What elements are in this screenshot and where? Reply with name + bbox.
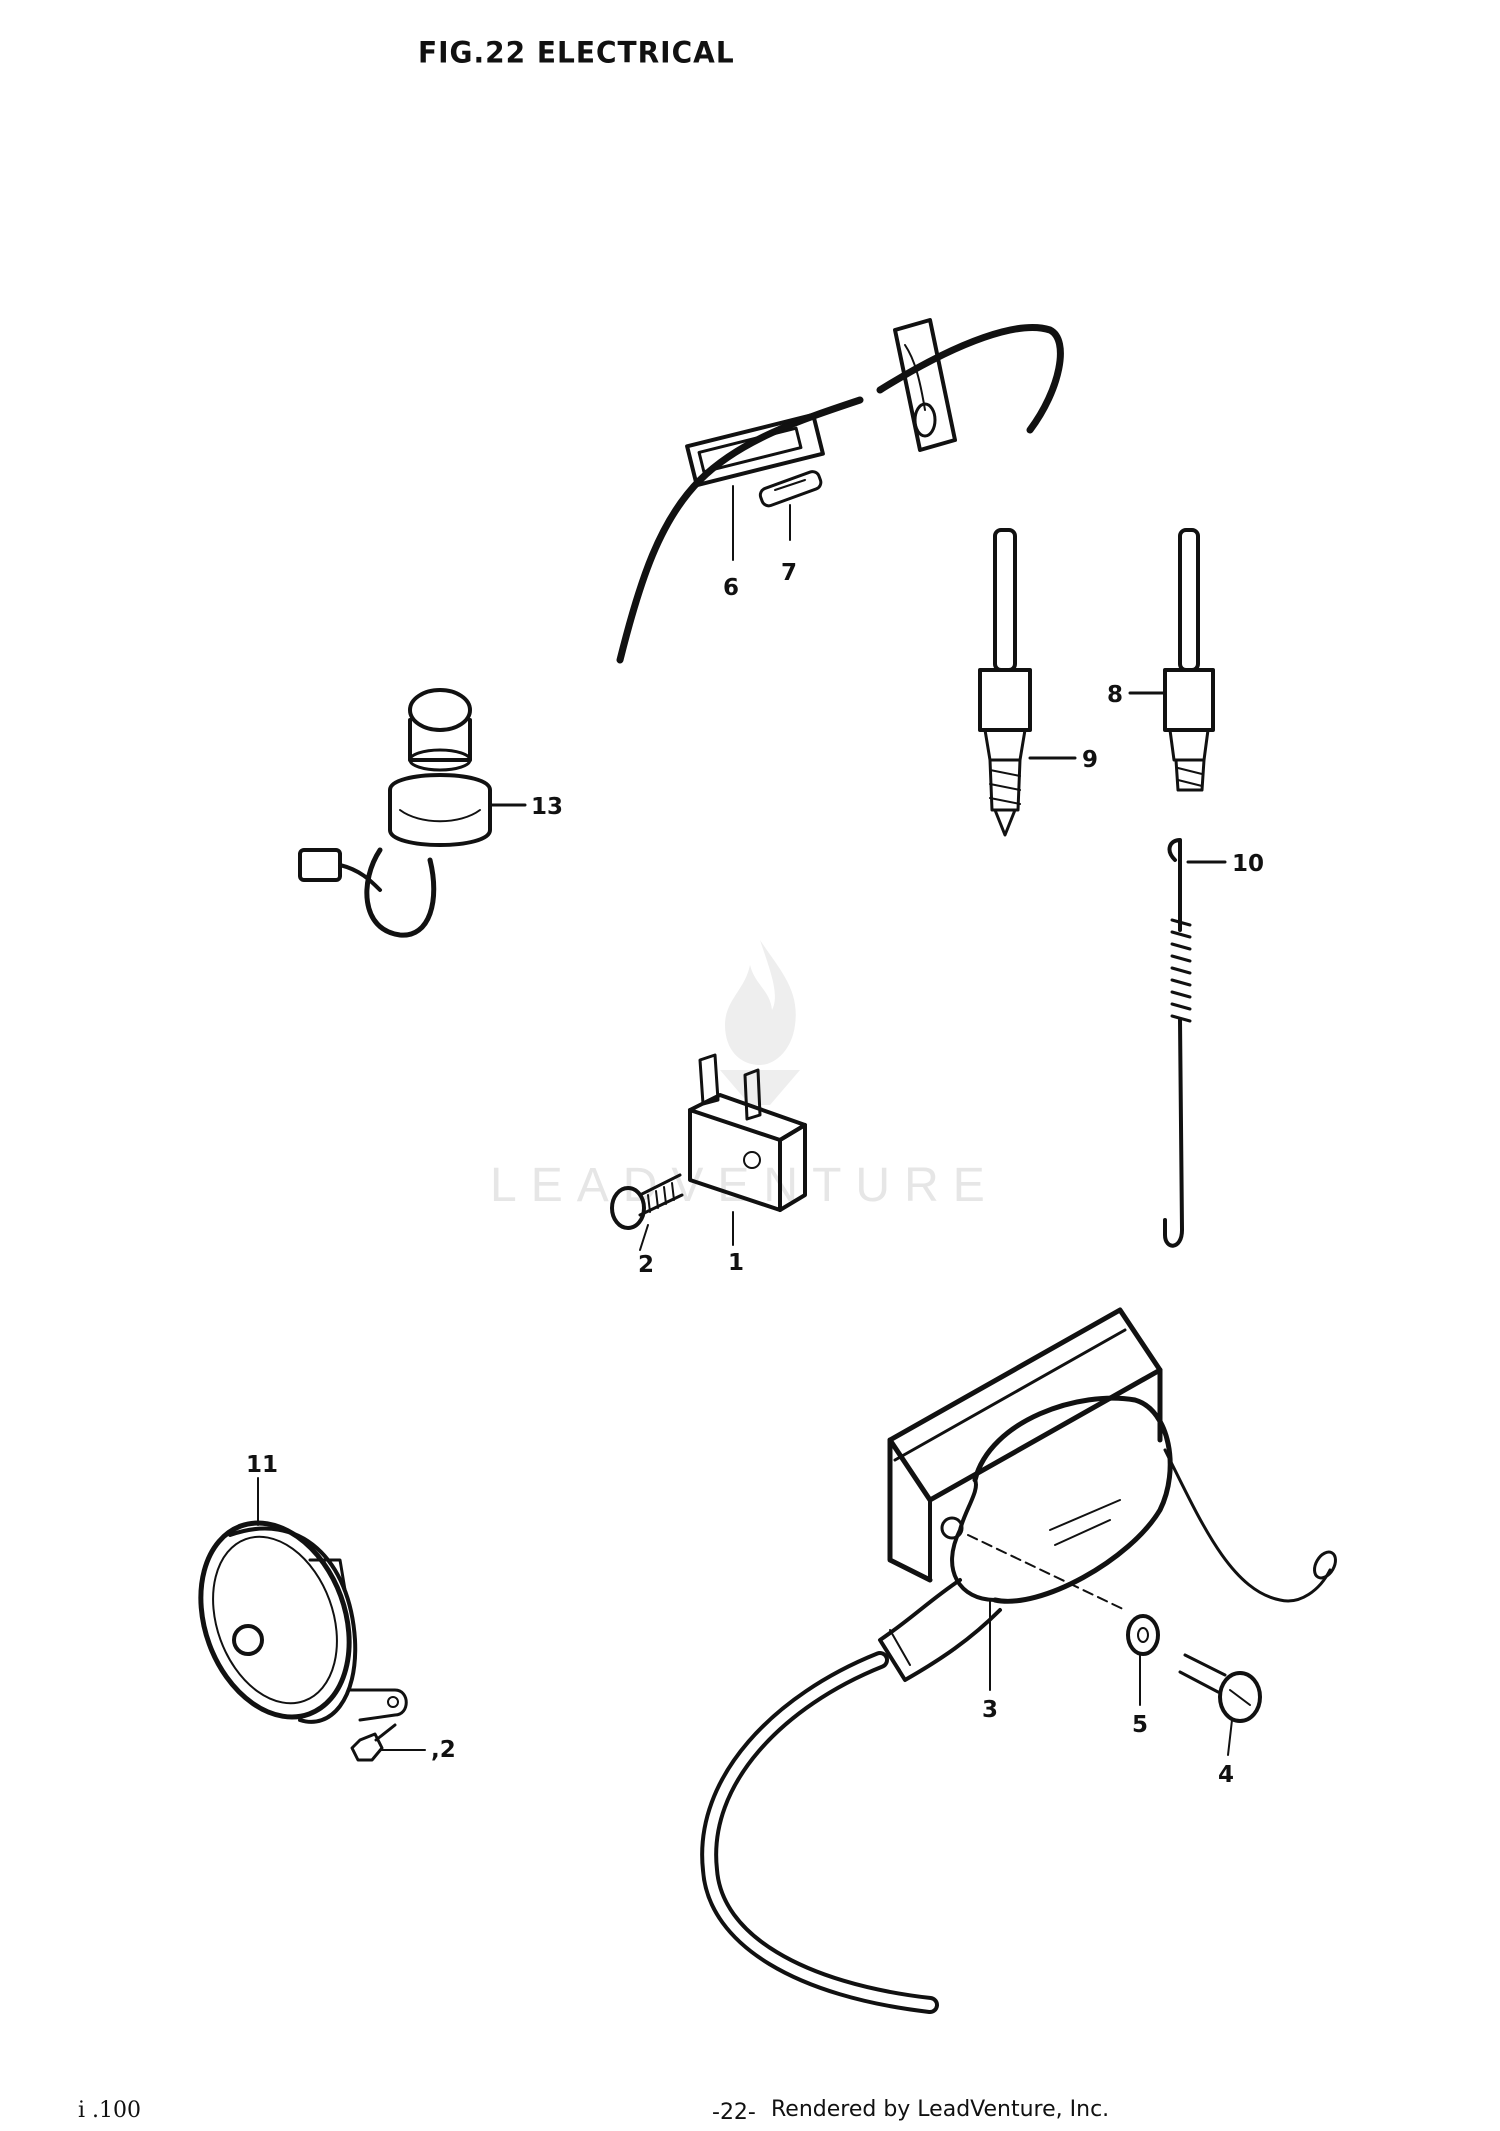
figure-title: FIG.22 ELECTRICAL	[418, 35, 735, 70]
spark-plug-9	[978, 528, 1032, 837]
watermark-text: LEADVENTURE	[490, 1159, 999, 1212]
screw-2	[610, 1173, 684, 1230]
callout-9: 9	[1082, 747, 1098, 773]
callout-10: 10	[1232, 851, 1264, 877]
flasher-relay	[688, 1053, 807, 1212]
fuse	[758, 470, 823, 508]
bolt-2	[350, 1723, 397, 1762]
callout-3: 3	[982, 1697, 998, 1723]
callout-2-horn: ,2	[431, 1737, 456, 1763]
footer-page-number: -22-	[712, 2100, 756, 2125]
callout-7: 7	[781, 560, 797, 586]
callout-4: 4	[1218, 1762, 1234, 1788]
spark-plug-8	[1163, 528, 1215, 792]
callout-11: 11	[246, 1452, 278, 1478]
callout-13: 13	[531, 794, 563, 820]
horn	[198, 1520, 408, 1724]
callout-2-relay: 2	[638, 1252, 654, 1278]
switch-13	[298, 688, 492, 938]
callout-5: 5	[1132, 1712, 1148, 1738]
ignition-coil	[700, 1307, 1337, 2014]
washer-5	[1126, 1614, 1160, 1656]
footer-credit: Rendered by LeadVenture, Inc.	[771, 2097, 1110, 2122]
screw-4	[1178, 1653, 1262, 1723]
spring-rod	[1163, 838, 1192, 1248]
callout-8: 8	[1107, 682, 1123, 708]
fuse-holder	[616, 318, 1064, 664]
callout-6: 6	[723, 575, 739, 601]
callout-1: 1	[728, 1250, 744, 1276]
footer-model-code: i .100	[78, 2098, 142, 2123]
